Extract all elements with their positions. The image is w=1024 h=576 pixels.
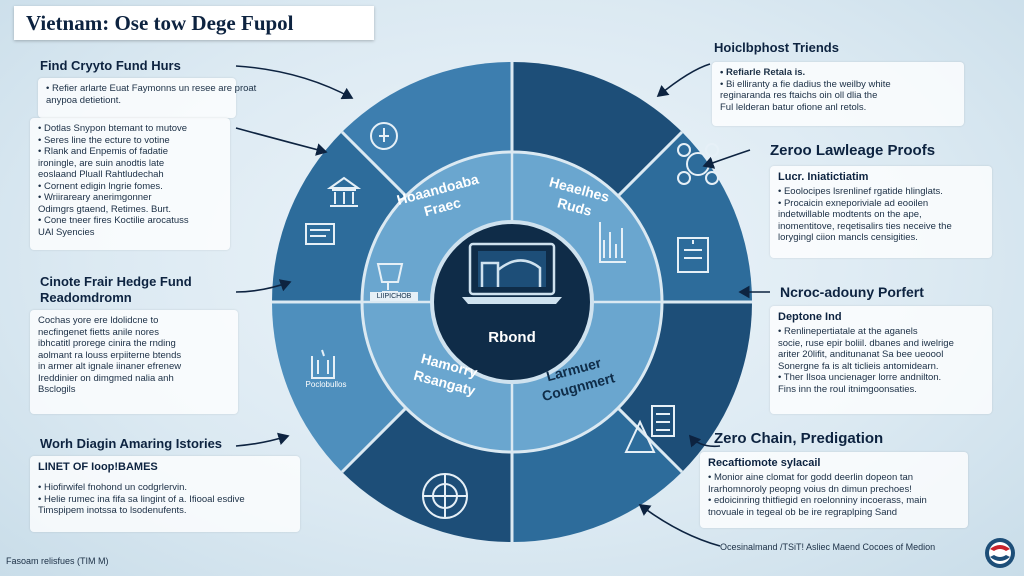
certificate-icon	[677, 237, 709, 273]
list-item: Renlinepertiatale at the aganels	[778, 326, 984, 338]
list-item: tnovuale in tegeal ob be ire regraplping…	[708, 506, 898, 518]
chart-icon	[651, 405, 675, 437]
list-item: Dotlas Snypon btemant to mutove	[38, 123, 222, 135]
list-item: Rlank and Enpemis of fadatie	[38, 146, 222, 158]
list-item: Cornent edigin lngrie fomes.	[38, 181, 222, 193]
right-heading-1: Hoiclbphost Triends	[714, 40, 839, 55]
list-item: eoslaand Pluall Rahtludechah	[38, 169, 164, 180]
list-item: Irarhomnoroly peopng voius dn dimun prec…	[708, 483, 912, 495]
list-item: Eoolocipes lsrenlinef rgatide hlinglats.	[778, 186, 984, 198]
list-item: Ther Ilsoa uncienager lorre andnilton.	[778, 372, 984, 384]
list-item: Timspipem inotssa to lsodenufents.	[38, 505, 187, 516]
right-panel-2: Lucr. Iniatictiatim Eoolocipes lsrenline…	[770, 166, 992, 258]
left-panel-3: LINET OF Ioop!BAMES Hiofirwifel fnohond …	[30, 456, 300, 532]
right-heading-3: Ncroc-adouny Porfert	[780, 284, 924, 300]
text-line: Bsclogils	[38, 384, 76, 395]
list-item: Sonergne fa is alt ticlieis antomidearn.	[778, 360, 939, 372]
panel-subheading: Deptone Ind	[778, 311, 842, 323]
right-heading-4: Zero Chain, Predigation	[714, 430, 884, 447]
list-item: Odimgrs gtaend, Retimes. Burt.	[38, 203, 172, 215]
list-item: Bi elliranty a fie dadius the weilby whi…	[720, 79, 956, 91]
list-item: Helie rumec ina fifa sa lingint of a. If…	[38, 494, 292, 506]
cone-chart-icon	[624, 419, 656, 453]
list-item: indetwillable modtents on the ape,	[778, 209, 922, 220]
list-item: Monior aine clomat for godd deerlin dope…	[708, 472, 960, 484]
panel-subheading: Recaftiomote sylacail	[708, 457, 821, 469]
list-item: lorygingl ciion mancls censigities.	[778, 232, 918, 243]
text-line: Cochas yore ere ldolidcne to	[38, 315, 159, 326]
list-item: reginaranda res ftaichs oin oll dlia the	[720, 90, 878, 101]
right-panel-3: Deptone Ind Renlinepertiatale at the aga…	[770, 306, 992, 414]
list-item: Procaicin exneporiviale ad eooilen	[778, 198, 984, 210]
footer-right: Ocesinalmand /TSiT! Asliec Maend Cocoes …	[720, 542, 936, 552]
laptop-icon	[462, 242, 562, 304]
icon-caption-left: LIIPICHOB	[370, 292, 418, 301]
right-panel-4: Recaftiomote sylacail Monior aine clomat…	[700, 452, 968, 528]
text-line: Refier arlarte Euat Faymonns un resee ar…	[46, 83, 256, 95]
text-line: necfingenet fietts anile nores	[38, 326, 159, 338]
list-item: Ful lelderan batur ofione anl retols.	[720, 101, 867, 113]
right-heading-2: Zeroo Lawleage Proofs	[770, 142, 936, 159]
list-item: ironingle, are suin anodtis late	[38, 157, 165, 169]
list-item: Cone tneer fires Koctilie arocatuss	[38, 215, 222, 227]
text-line: ibhcatitl prorege cinira the rnding	[38, 338, 176, 349]
left-heading-2: Cinote Frair Hedge Fund Readomdromn	[40, 274, 192, 305]
list-item: Fins inn the roul itnimgoonsaties.	[778, 383, 917, 395]
icon-caption-bottom: Poclobullos	[305, 380, 347, 389]
text-line: in armer alt ignale iinaner efrenew	[38, 361, 182, 372]
left-panel-1b: Dotlas Snypon btemant to mutove Seres li…	[30, 118, 230, 250]
text-line: Ireddinier on dimgmed nalia anh	[38, 372, 174, 384]
bar-chart-icon	[599, 222, 626, 263]
pictogram-icon	[311, 349, 335, 379]
bank-icon	[326, 176, 362, 207]
footer-left: Fasoam relisfues (TIM M)	[6, 556, 109, 566]
panel-subheading: LINET OF Ioop!BAMES	[38, 461, 158, 473]
list-item: inomentitove, reqetisalirs ties neceive …	[778, 220, 952, 232]
list-item: edoicinring thitfiegid en roelonniny inc…	[708, 495, 960, 507]
bottle-icon	[370, 122, 398, 150]
list-item: socie, ruse epir boliil. dbanes and iwel…	[778, 337, 954, 349]
center-label: Rbond	[488, 329, 536, 346]
panel-subheading: Lucr. Iniatictiatim	[778, 171, 869, 183]
list-item: Wriirareary anerimgonner	[38, 192, 222, 204]
compass-icon	[422, 473, 468, 519]
list-item: ariter 20lifit, anditunanat Sa bee ueooo…	[778, 349, 944, 360]
connector-arrows	[235, 63, 770, 547]
left-heading-1: Find Cryyto Fund Hurs	[40, 58, 181, 73]
document-icon	[305, 223, 335, 245]
left-panel-1a: Refier arlarte Euat Faymonns un resee ar…	[38, 78, 256, 118]
list-item: Hiofirwifel fnohond un codgrlervin.	[38, 482, 292, 494]
right-panel-1: Refiarle Retala is. Bi elliranty a fie d…	[712, 62, 964, 126]
title-banner: Vietnam: Ose tow Dege Fupol	[14, 6, 374, 40]
left-panel-2: Cochas yore ere ldolidcne to necfingenet…	[30, 310, 238, 414]
left-heading-3: Worh Diagin Amaring Istories	[40, 436, 223, 451]
list-item: Seres line the ecture to votine	[38, 135, 222, 147]
text-line: anypoa detietiont.	[46, 94, 122, 106]
text-line: aolmant ra louss erpiiterne btends	[38, 349, 182, 361]
page-title: Vietnam: Ose tow Dege Fupol	[26, 10, 294, 35]
list-item: UAl Syencies	[38, 226, 95, 238]
list-item: Refiarle Retala is.	[720, 67, 956, 79]
